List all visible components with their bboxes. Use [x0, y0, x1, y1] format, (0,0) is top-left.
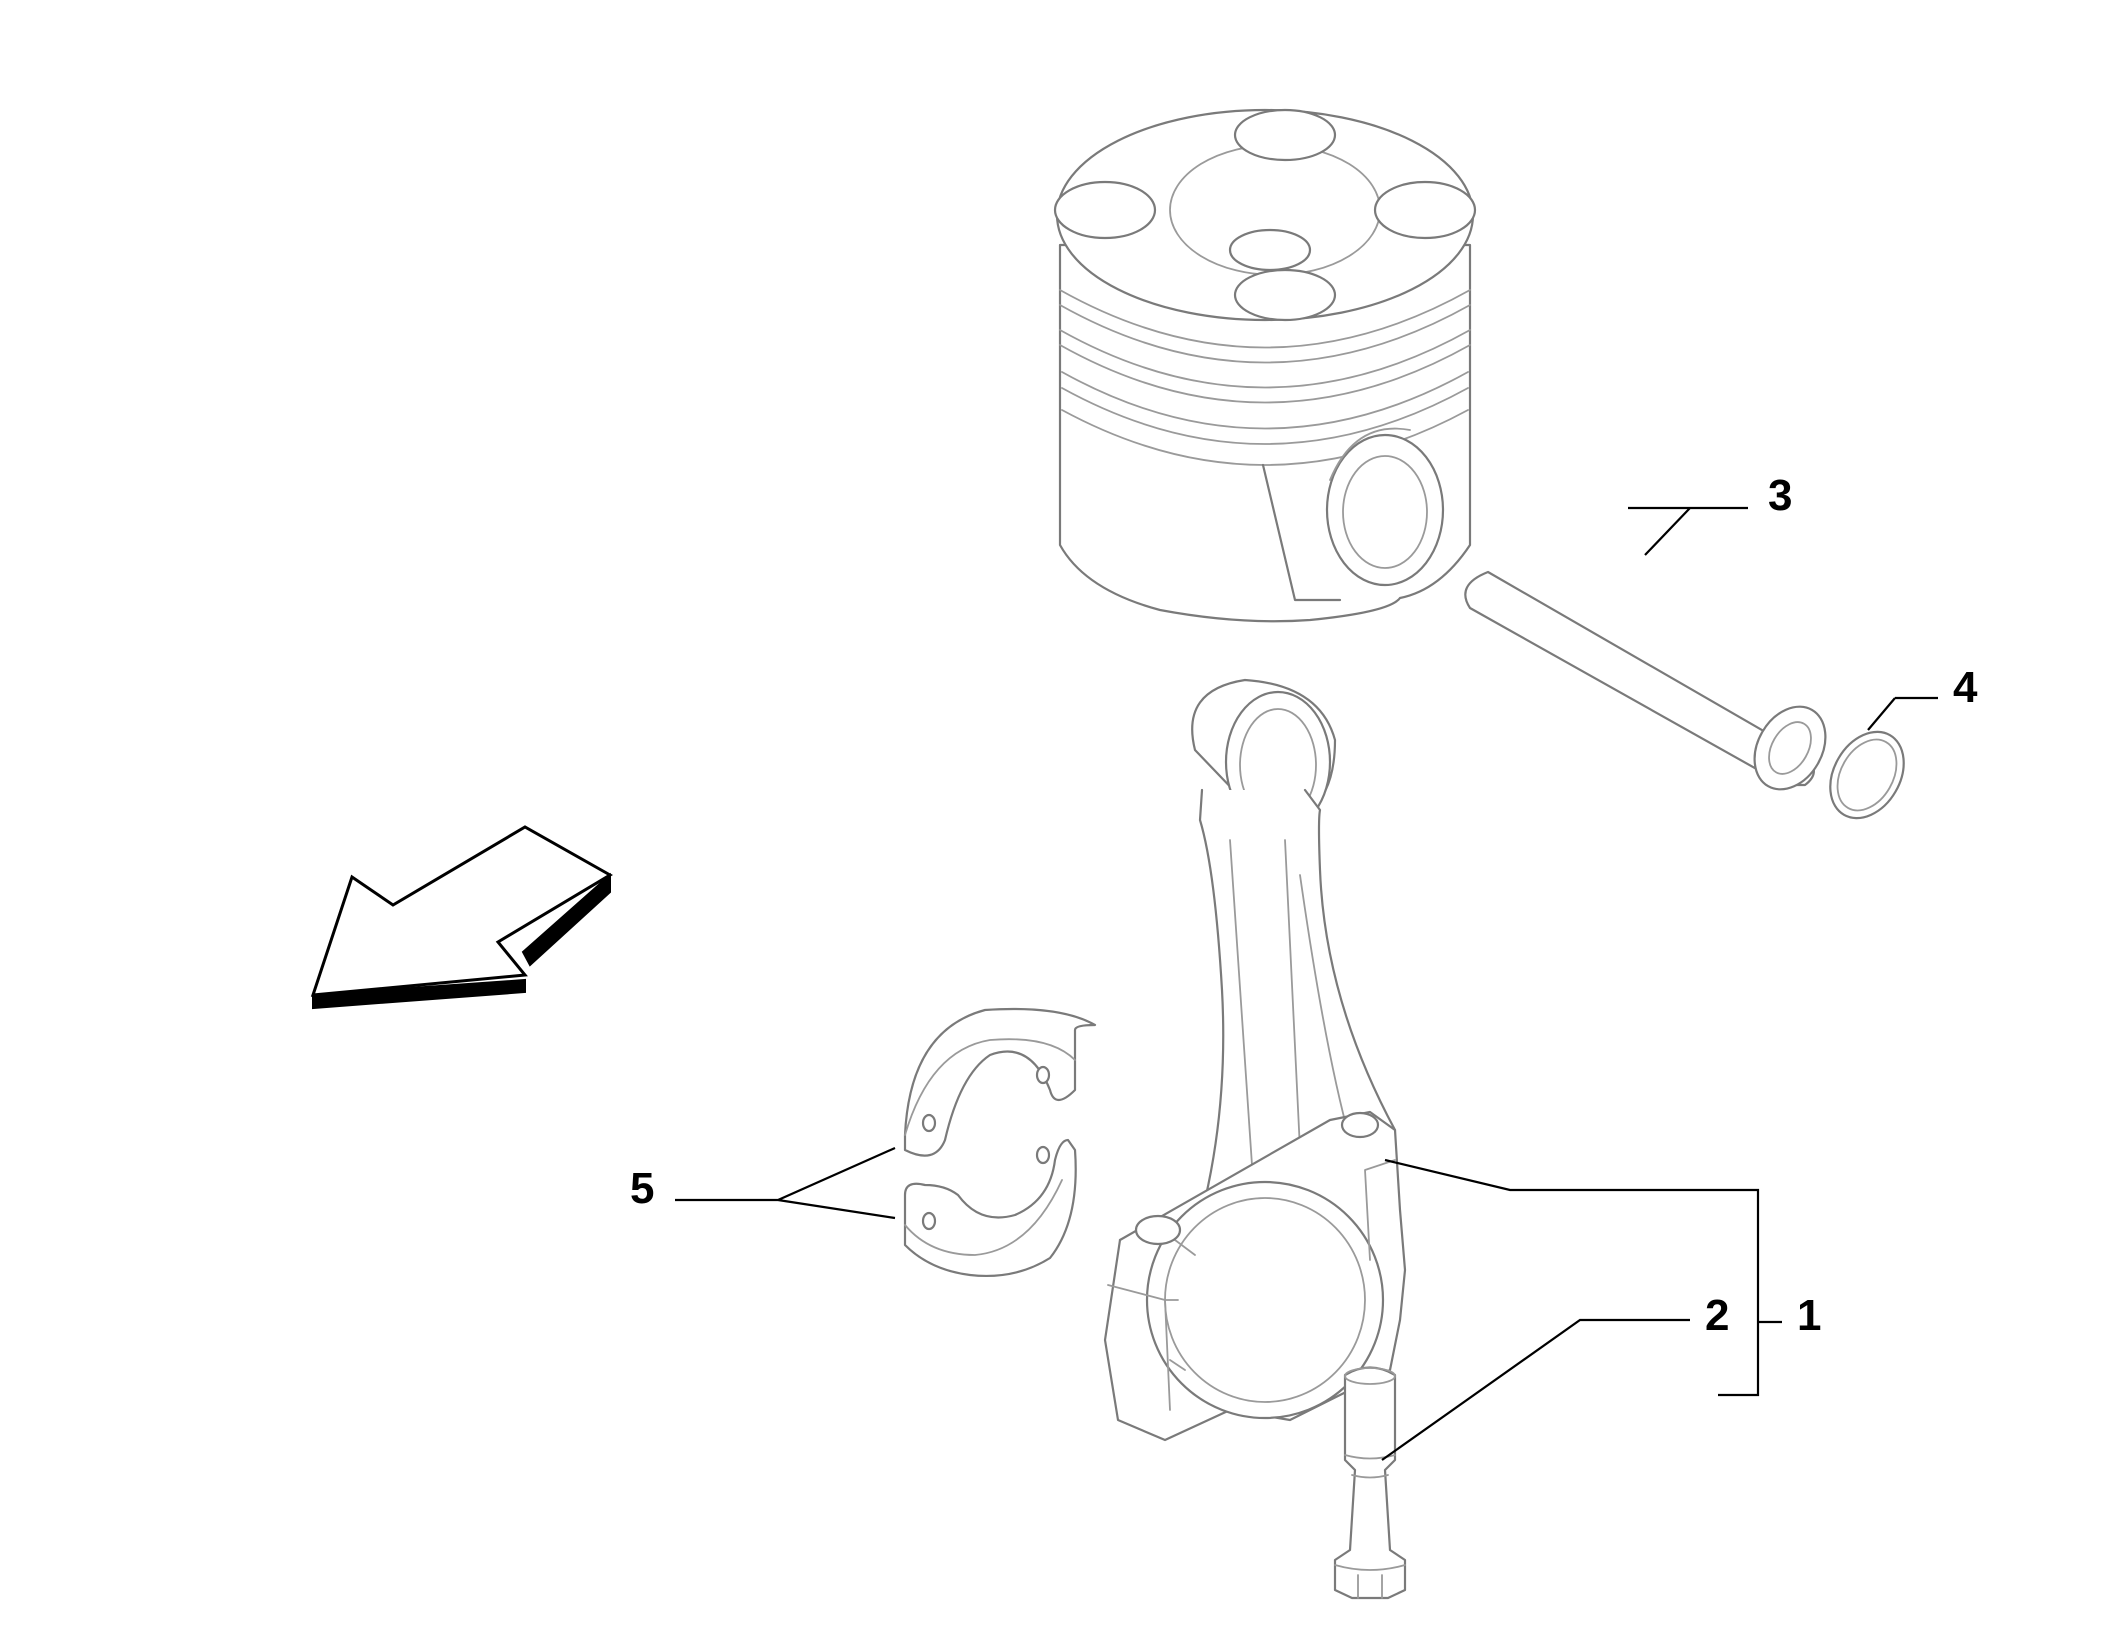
connecting-rod	[1103, 678, 1407, 1442]
pin-circlip	[1829, 730, 1905, 820]
callout-3: 3	[1768, 471, 1792, 520]
callout-4: 4	[1953, 663, 1978, 712]
callout-5: 5	[630, 1164, 654, 1213]
piston	[1053, 108, 1477, 623]
piston-pin	[1464, 570, 1827, 791]
direction-arrow-icon	[310, 825, 613, 1010]
callout-1: 1	[1797, 1291, 1821, 1340]
bearing-shells	[903, 1007, 1097, 1278]
callout-leaders	[675, 506, 1938, 1461]
callout-2: 2	[1705, 1291, 1729, 1340]
connecting-rod-bolt	[1333, 1366, 1407, 1600]
